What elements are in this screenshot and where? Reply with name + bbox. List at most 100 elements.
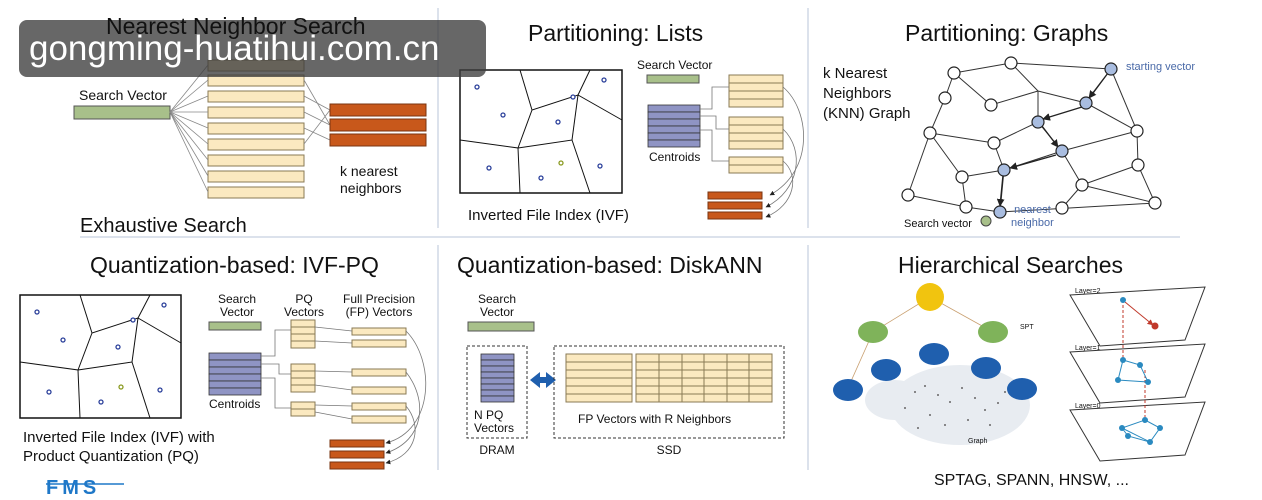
diskann-pq-stack bbox=[480, 353, 515, 403]
nns-search-vector-label: Search Vector bbox=[79, 87, 167, 103]
hier-level1-node-b bbox=[978, 321, 1008, 343]
hier-layer2-label: Layer=2 bbox=[1075, 288, 1101, 295]
lists-voronoi-lines bbox=[459, 69, 623, 194]
diskann-grid-dividers bbox=[658, 354, 750, 402]
lists-centroids-stack bbox=[647, 104, 701, 148]
ivfpq-fp-label: Full Precision (FP) Vectors bbox=[336, 293, 422, 319]
ivfpq-caption: Inverted File Index (IVF) with Product Q… bbox=[23, 428, 215, 466]
diskann-ssd-box bbox=[553, 345, 785, 439]
ivfpq-voronoi-lines bbox=[19, 294, 182, 419]
lists-buckets bbox=[728, 74, 784, 174]
diskann-fp-grid bbox=[565, 353, 773, 403]
diskann-dram-box bbox=[466, 345, 528, 439]
diskann-dram-label: DRAM bbox=[479, 443, 515, 457]
ivfpq-pq-line1: PQ bbox=[295, 292, 313, 306]
graph-edges bbox=[907, 62, 1156, 213]
lists-results bbox=[707, 191, 763, 220]
diskann-search-label: Search Vector bbox=[472, 293, 522, 319]
diskann-npq-label: N PQ Vectors bbox=[474, 409, 514, 435]
diskann-diagram bbox=[466, 321, 785, 439]
lists-caption: Inverted File Index (IVF) bbox=[468, 207, 629, 224]
diskann-double-arrow bbox=[530, 372, 556, 388]
graphs-knn-line3: (KNN) Graph bbox=[823, 105, 911, 122]
ivfpq-voronoi-box bbox=[19, 294, 182, 419]
hier-cluster-points bbox=[904, 385, 1006, 429]
graphs-title: Partitioning: Graphs bbox=[905, 20, 1109, 46]
lists-search-vector-bar bbox=[646, 74, 700, 84]
graphs-nearest-line1: nearest bbox=[1014, 204, 1051, 216]
ivfpq-pq-label: PQ Vectors bbox=[279, 293, 329, 319]
lists-centroids-label: Centroids bbox=[649, 150, 701, 164]
ivfpq-search-line1: Search bbox=[217, 292, 257, 306]
diskann-ssd-label: SSD bbox=[656, 443, 682, 457]
graphs-starting-vector-label: starting vector bbox=[1126, 61, 1196, 73]
ivfpq-search-label: Search Vector bbox=[212, 293, 262, 319]
hier-graph-label: Graph bbox=[968, 438, 988, 445]
lists-diagram bbox=[459, 69, 804, 220]
nns-diagram bbox=[73, 59, 427, 199]
graphs-nearest-line2: neighbor bbox=[1011, 217, 1054, 229]
ivfpq-connector-lines bbox=[261, 326, 427, 465]
graphs-knn-line1: k Nearest bbox=[823, 65, 888, 82]
diskann-search-vector-bar bbox=[467, 321, 535, 332]
ivfpq-fp-line2: (FP) Vectors bbox=[345, 305, 413, 319]
nns-knn-line1: k nearest bbox=[340, 163, 398, 179]
ivfpq-results bbox=[329, 439, 385, 470]
fms-logo: FMS bbox=[46, 477, 101, 499]
hier-tree-diagram bbox=[833, 283, 1037, 445]
graph-search-vector-node bbox=[980, 215, 992, 227]
nns-knn-label: k nearest neighbors bbox=[340, 163, 402, 197]
diskann-fp-neighbors-label: FP Vectors with R Neighbors bbox=[578, 412, 732, 426]
nns-knn-results bbox=[329, 103, 427, 147]
lists-title: Partitioning: Lists bbox=[528, 20, 704, 46]
graphs-search-vector-label: Search vector bbox=[904, 218, 972, 230]
nns-database-stack bbox=[207, 59, 305, 199]
ivfpq-diagram bbox=[19, 294, 427, 470]
ivfpq-search-line2: Vector bbox=[219, 305, 255, 319]
lists-centroid-dots bbox=[474, 77, 607, 181]
hnsw-layer-nodes bbox=[1115, 297, 1163, 445]
ivfpq-fp-vectors bbox=[351, 327, 407, 424]
ivfpq-pq-line2: Vectors bbox=[283, 305, 325, 319]
diskann-npq-line2: Vectors bbox=[474, 421, 515, 435]
diskann-npq-line1: N PQ bbox=[474, 408, 504, 422]
diskann-title: Quantization-based: DiskANN bbox=[457, 252, 763, 278]
nns-caption: Exhaustive Search bbox=[80, 215, 247, 237]
hier-title: Hierarchical Searches bbox=[898, 252, 1123, 278]
panel-separators bbox=[80, 8, 1180, 470]
diskann-search-line2: Vector bbox=[479, 305, 515, 319]
graph-diagram bbox=[901, 56, 1162, 227]
nns-search-vector-bar bbox=[73, 105, 171, 120]
hier-layer1-label: Layer=1 bbox=[1075, 345, 1101, 352]
graph-nodes bbox=[901, 56, 1162, 215]
hier-spt-label: SPT bbox=[1020, 324, 1034, 331]
graph-visited-nodes bbox=[993, 62, 1118, 219]
hier-root-node bbox=[916, 283, 944, 311]
ivfpq-title: Quantization-based: IVF-PQ bbox=[90, 252, 379, 278]
graph-search-path bbox=[996, 72, 1109, 207]
nns-title: Nearest Neighbor Search bbox=[106, 13, 366, 39]
hnsw-layers-diagram bbox=[1069, 286, 1206, 462]
nns-fan-lines bbox=[169, 64, 331, 193]
hier-level1-node-a bbox=[858, 321, 888, 343]
ivfpq-centroid-dots bbox=[34, 302, 167, 405]
ivfpq-pq-vectors bbox=[290, 319, 316, 417]
watermark-banner: gongming-huatihui.com.cn bbox=[19, 20, 486, 77]
ivfpq-search-vector-bar bbox=[208, 321, 262, 331]
lists-voronoi-box bbox=[459, 69, 623, 194]
hier-caption: SPTAG, SPANN, HNSW, ... bbox=[934, 472, 1129, 489]
ivfpq-centroids-stack bbox=[208, 352, 262, 396]
lists-search-vector-label: Search Vector bbox=[637, 58, 713, 72]
hier-layer0-label: Layer=0 bbox=[1075, 403, 1101, 410]
lists-connector-lines bbox=[700, 86, 804, 218]
ivfpq-fp-line1: Full Precision bbox=[342, 292, 416, 306]
graphs-knn-line2: Neighbors bbox=[823, 85, 892, 102]
ivfpq-caption-line1: Inverted File Index (IVF) with bbox=[23, 429, 215, 446]
ivfpq-caption-line2: Product Quantization (PQ) bbox=[23, 448, 199, 465]
ivfpq-centroids-label: Centroids bbox=[209, 397, 261, 411]
diskann-search-line1: Search bbox=[477, 292, 517, 306]
graphs-knn-label: k Nearest Neighbors (KNN) Graph bbox=[823, 64, 911, 124]
graphs-nearest-label: nearest neighbor bbox=[1011, 204, 1054, 230]
hier-leaf-nodes bbox=[833, 343, 1037, 401]
